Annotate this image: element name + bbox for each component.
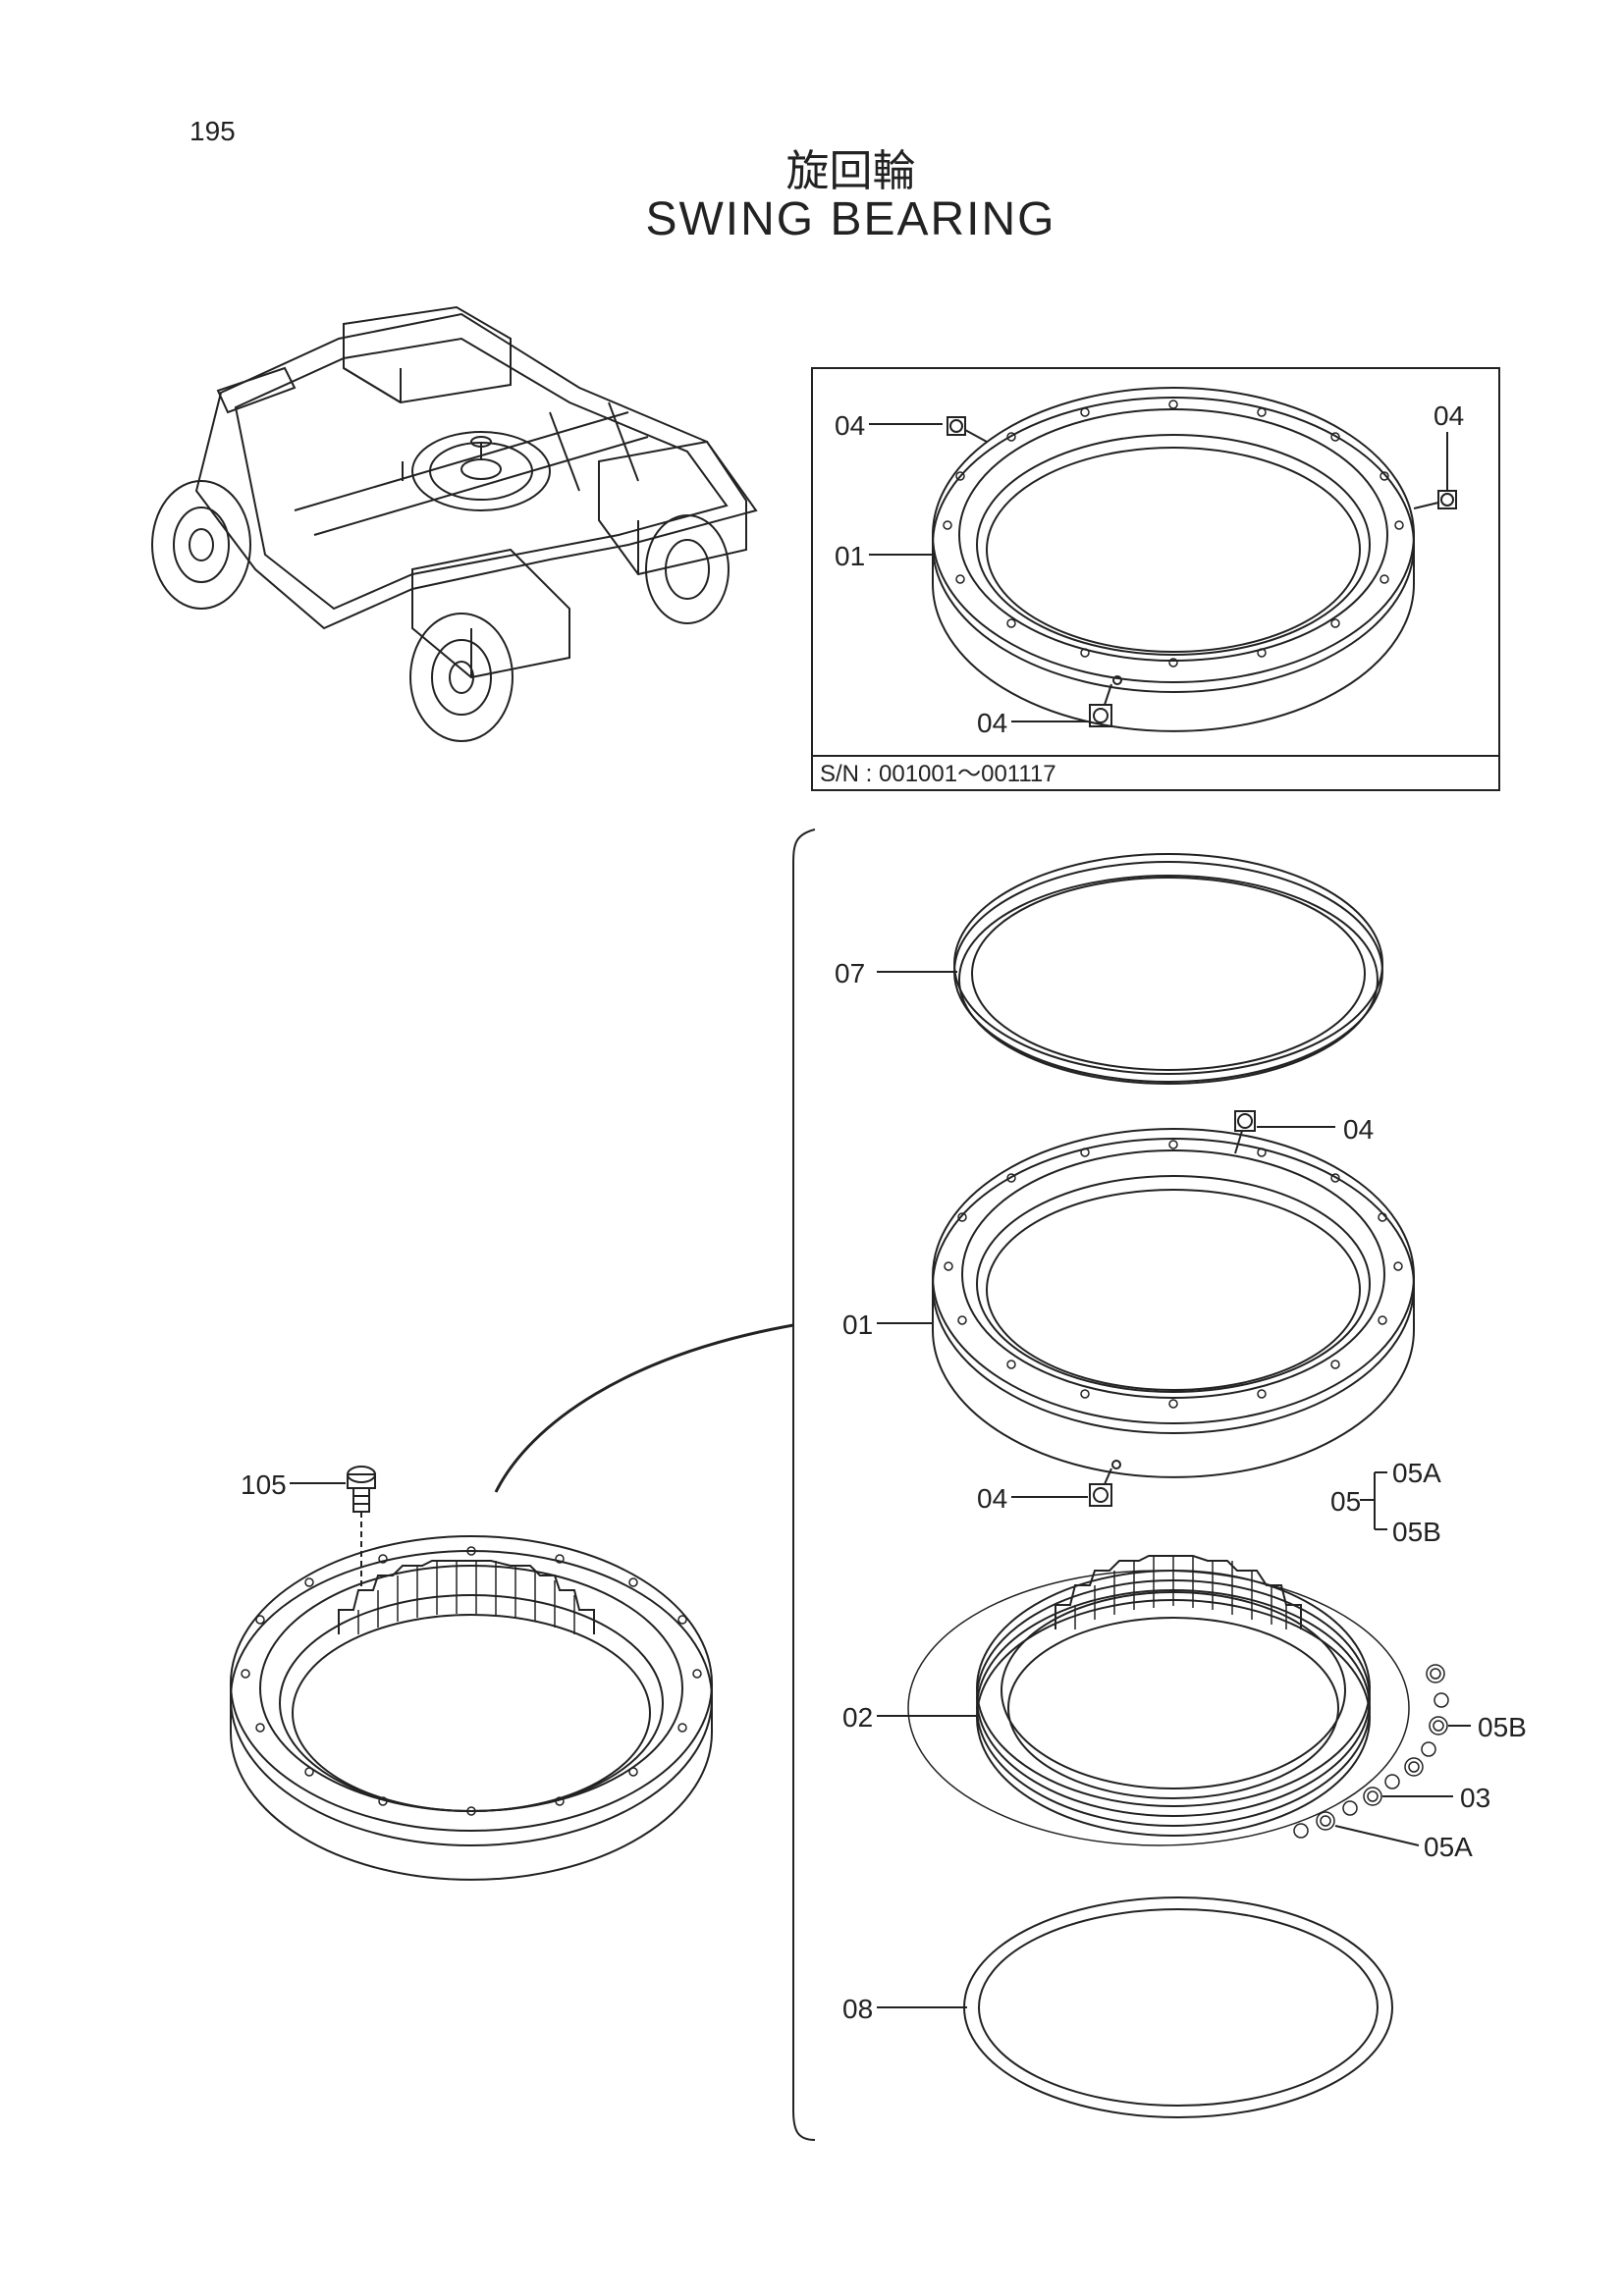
inset-grease-fitting-right xyxy=(1413,490,1457,509)
callout-05B: 05B xyxy=(1478,1712,1527,1742)
inset-grease-fitting-bottom xyxy=(1089,675,1122,727)
callout-02: 02 xyxy=(842,1702,873,1733)
callout-07: 07 xyxy=(835,958,865,988)
inset-box xyxy=(811,367,1500,791)
callout-05B-group: 05B xyxy=(1392,1517,1441,1547)
outer-race-01 xyxy=(932,1128,1415,1478)
assembled-bearing-left xyxy=(230,1535,713,1881)
callout-105: 105 xyxy=(241,1469,287,1500)
callout-inset-04-a: 04 xyxy=(835,410,865,441)
callout-inset-01: 01 xyxy=(835,541,865,571)
inner-race-outline xyxy=(907,1570,1410,1846)
inset-grease-fitting-top-left xyxy=(947,416,988,443)
outer-race-bolt-holes xyxy=(944,1140,1403,1409)
inner-race-gear-teeth xyxy=(1074,1556,1287,1629)
callout-05A: 05A xyxy=(1424,1832,1473,1862)
callout-05: 05 xyxy=(1330,1486,1361,1517)
assembled-bearing-teeth xyxy=(357,1561,575,1634)
grease-fitting-top xyxy=(1234,1110,1256,1154)
callout-03: 03 xyxy=(1460,1783,1490,1813)
inset-bearing-ring xyxy=(932,387,1415,732)
group-bracket xyxy=(792,828,816,2141)
title-japanese: 旋回輪 xyxy=(785,146,916,196)
callout-inset-04-b: 04 xyxy=(1434,400,1464,431)
assembled-bearing-bolt-holes xyxy=(241,1546,702,1816)
ball-and-spacer-chain xyxy=(1293,1664,1449,1839)
grease-fitting-bottom xyxy=(1089,1460,1121,1507)
callout-04-top: 04 xyxy=(1343,1114,1374,1145)
callout-01: 01 xyxy=(842,1309,873,1340)
inset-bolt-holes xyxy=(943,400,1404,667)
serial-range: S/N : 001001～001117 xyxy=(820,761,1056,787)
seal-08 xyxy=(963,1896,1393,2118)
callout-04-bottom: 04 xyxy=(977,1483,1007,1514)
callout-inset-04-c: 04 xyxy=(977,708,1007,738)
seal-07 xyxy=(953,853,1383,1085)
callout-05A-group: 05A xyxy=(1392,1458,1441,1488)
title-english: SWING BEARING xyxy=(645,193,1056,245)
undercarriage-illustration xyxy=(151,305,758,742)
group-connector-curve xyxy=(494,1323,794,1493)
callout-08: 08 xyxy=(842,1994,873,2024)
page-number: 195 xyxy=(189,116,236,146)
mounting-bolt-105 xyxy=(347,1466,376,1590)
